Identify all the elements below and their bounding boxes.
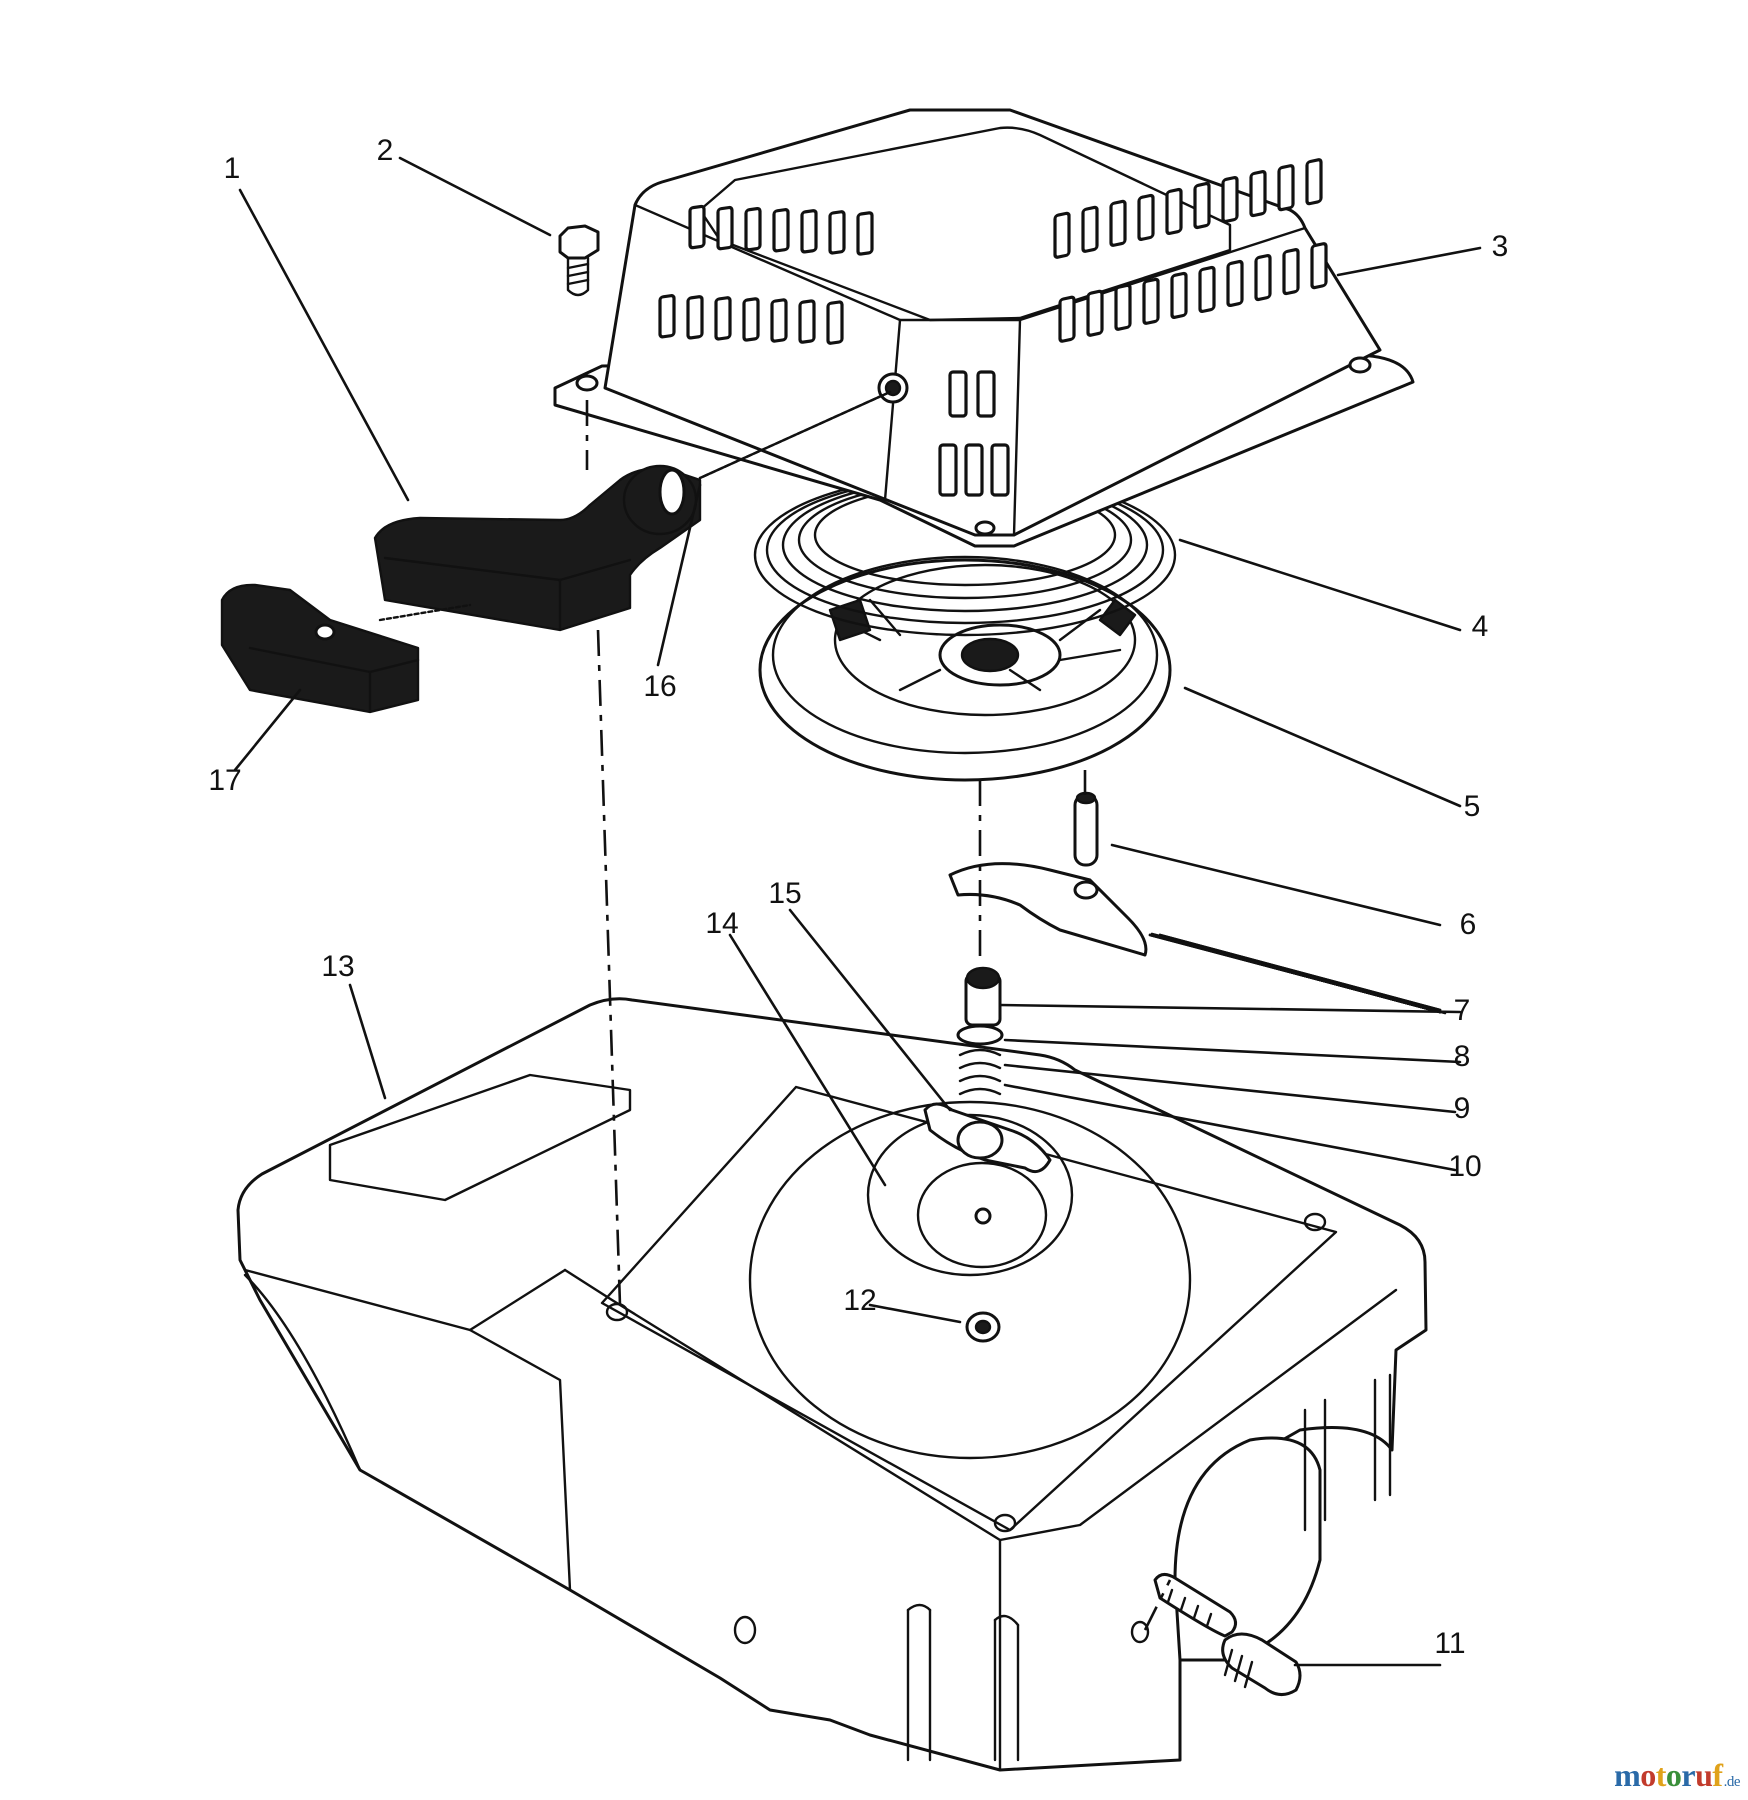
callout-15: 15	[768, 877, 801, 910]
callout-7: 7	[1454, 994, 1471, 1027]
callout-10: 10	[1448, 1150, 1481, 1183]
screw-12	[965, 1311, 1001, 1343]
watermark-letter: f	[1712, 1757, 1723, 1793]
watermark-letter: r	[1681, 1757, 1696, 1793]
vent-slots-right	[1053, 158, 1328, 343]
callout-8: 8	[1454, 1040, 1471, 1073]
watermark-letter: u	[1695, 1757, 1713, 1793]
callout-1: 1	[224, 152, 241, 185]
callout-14: 14	[705, 907, 738, 940]
callout-5: 5	[1464, 790, 1481, 823]
watermark-letter: t	[1655, 1757, 1667, 1793]
starter-handle	[373, 464, 702, 632]
watermark-letter: o	[1665, 1757, 1682, 1793]
starter-housing	[553, 108, 1415, 548]
watermark-logo: motoruf.de	[1614, 1757, 1740, 1794]
callout-2: 2	[377, 134, 394, 167]
callout-3: 3	[1492, 230, 1509, 263]
pawl-retainer	[923, 1102, 1052, 1174]
pulley	[758, 555, 1172, 782]
callout-16: 16	[643, 670, 676, 703]
leader-lines	[233, 156, 1482, 1667]
watermark-brand: motoruf	[1614, 1757, 1723, 1794]
handle-insert	[220, 583, 472, 714]
vent-slots-front	[938, 370, 1010, 497]
callout-4: 4	[1472, 610, 1489, 643]
screw-11	[1153, 1573, 1302, 1696]
callout-12: 12	[843, 1284, 876, 1317]
watermark-letter: m	[1614, 1757, 1641, 1793]
callout-13: 13	[321, 950, 354, 983]
starter-rope	[698, 390, 892, 480]
screw-2	[558, 224, 600, 297]
callout-17: 17	[208, 764, 241, 797]
vent-slots-left	[658, 204, 874, 345]
callout-6: 6	[1460, 908, 1477, 941]
assembly-centerlines	[585, 400, 1172, 1631]
callout-11: 11	[1434, 1627, 1465, 1660]
pawl	[948, 791, 1148, 957]
callout-9: 9	[1454, 1092, 1471, 1125]
watermark-tld: .de	[1723, 1774, 1741, 1790]
spring-stack	[956, 966, 1004, 1096]
watermark-letter: o	[1640, 1757, 1656, 1793]
callouts: 1 2 3 4 5 6 7 8 9 10 11 12 13 14 15 16 1…	[208, 134, 1508, 1660]
